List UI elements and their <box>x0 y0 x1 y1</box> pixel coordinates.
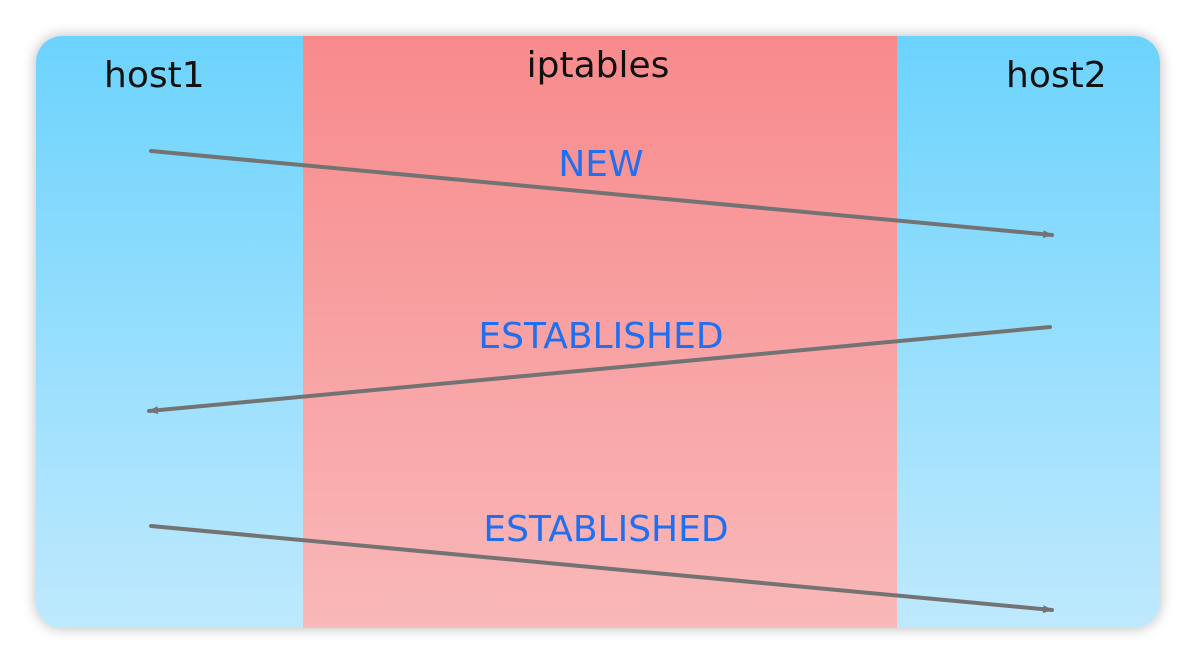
iptables-label: iptables <box>526 45 670 86</box>
host2-column <box>897 36 1160 628</box>
iptables-column <box>303 36 897 628</box>
flow-arrow-established-return <box>147 325 1052 415</box>
flow-arrow-established-forward <box>149 524 1054 614</box>
flow-label-established-forward: ESTABLISHED <box>483 509 728 550</box>
host2-label: host2 <box>1006 55 1107 96</box>
host1-label: host1 <box>104 55 205 96</box>
diagram-card <box>36 36 1160 628</box>
flow-arrow-new <box>149 149 1054 239</box>
flow-label-established-return: ESTABLISHED <box>478 316 723 357</box>
flow-label-new: NEW <box>558 144 643 185</box>
